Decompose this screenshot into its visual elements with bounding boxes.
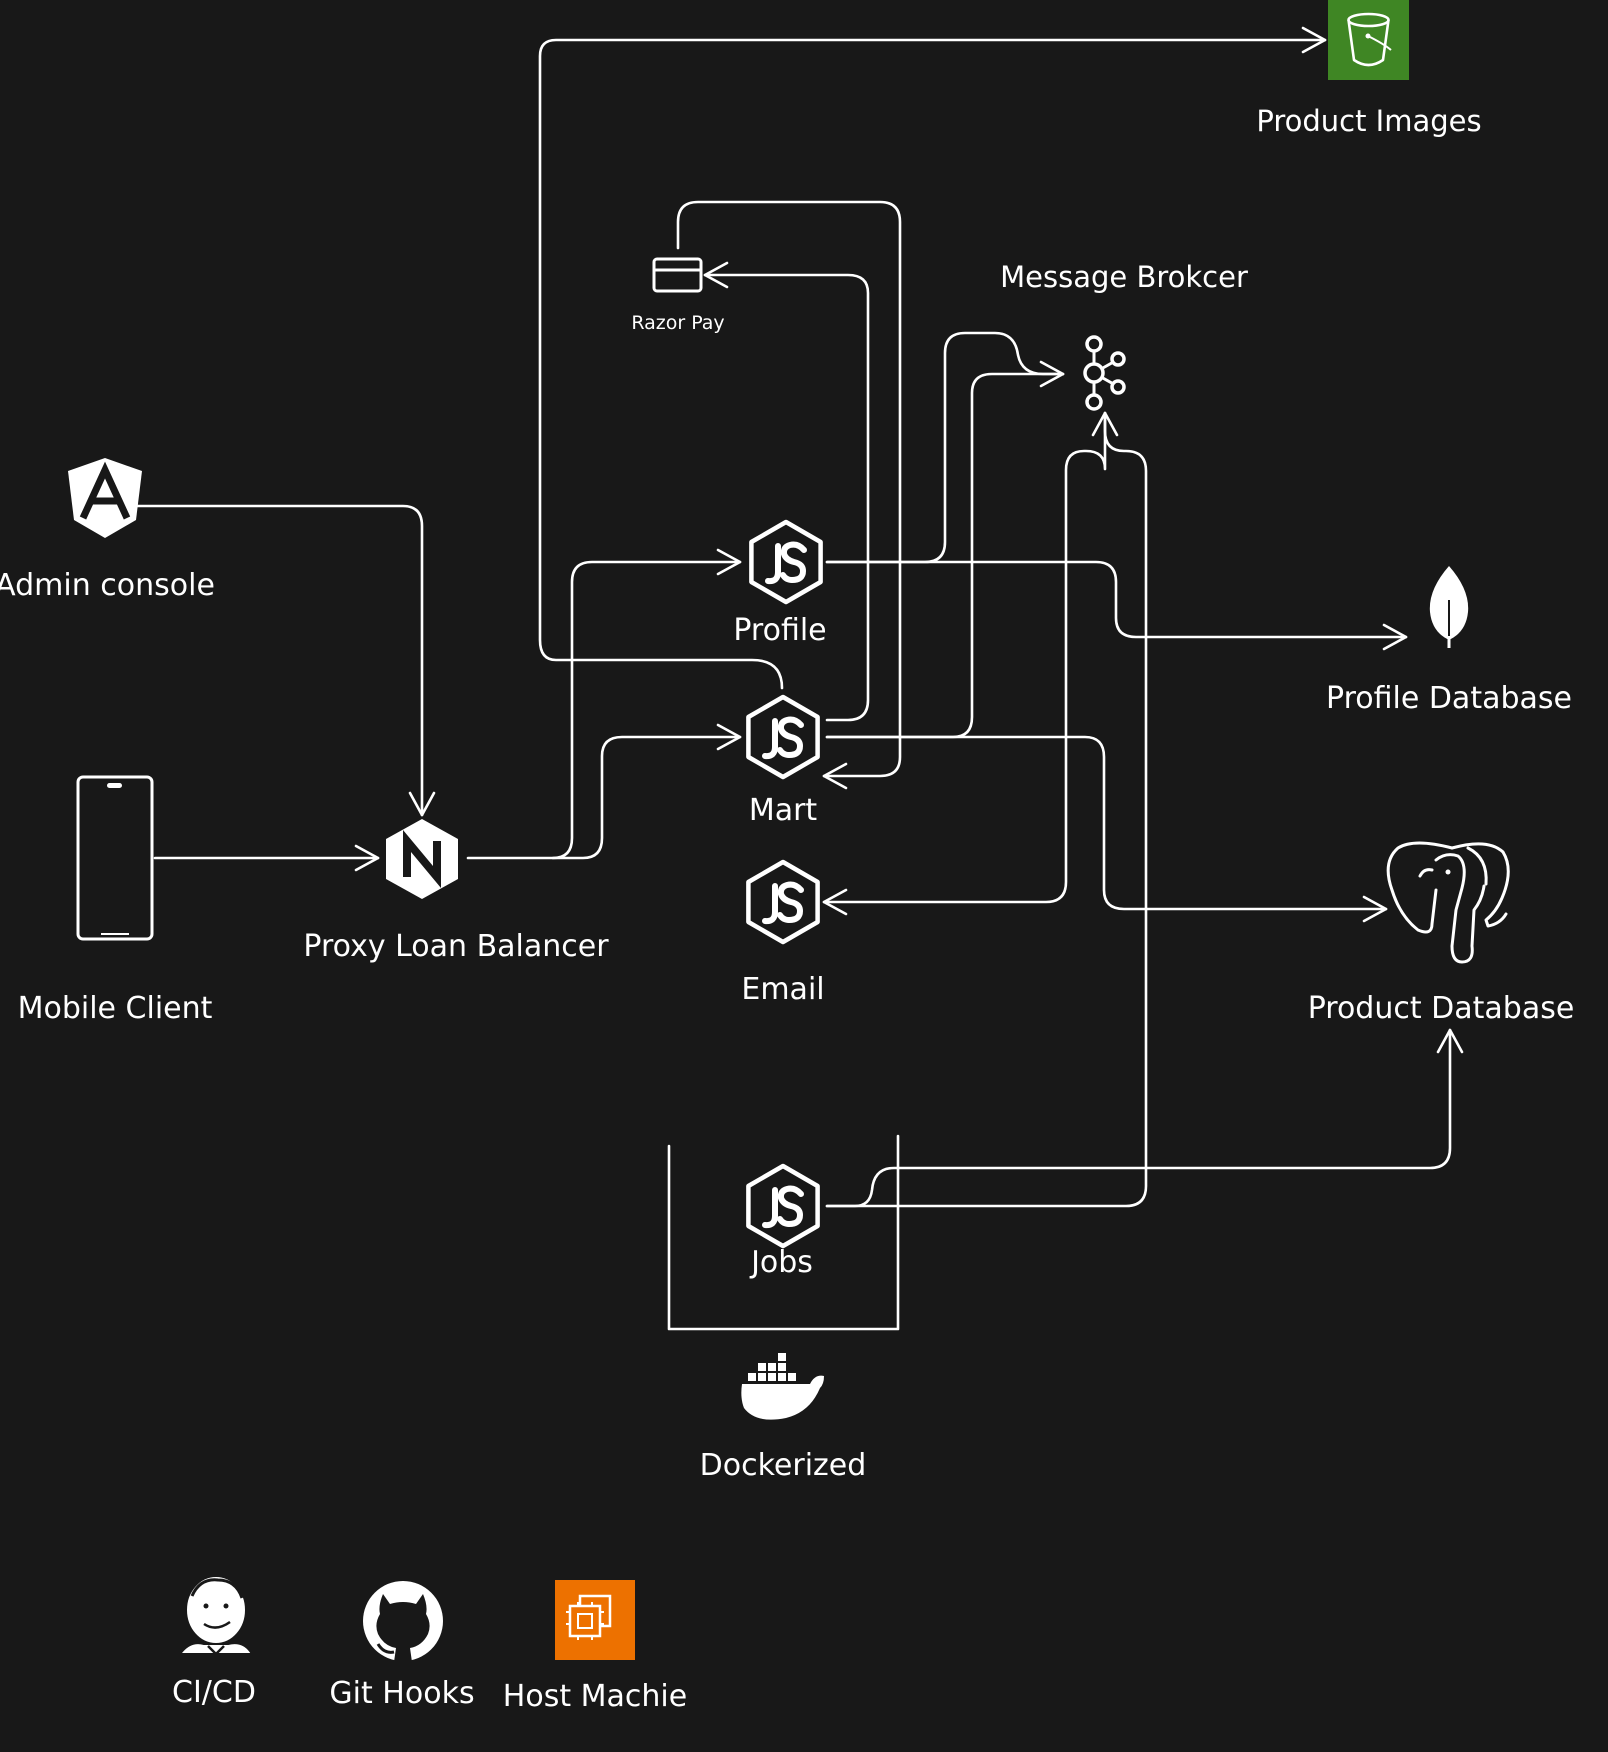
- arrow-proxy-to-mart: [551, 735, 742, 860]
- arrowhead-mart-from-razorpay: [822, 762, 848, 790]
- arrow-razorpay-to-mart: [676, 200, 902, 778]
- nodejs-icon: [748, 697, 817, 777]
- node-proxy: Proxy Loan Balancer: [303, 819, 609, 964]
- node-profile-db: Profile Database: [1326, 566, 1572, 716]
- arrowhead-email: [822, 888, 848, 916]
- kafka-icon: [1083, 335, 1126, 411]
- mongodb-icon: [1429, 566, 1469, 648]
- arrow-admin-to-proxy: [133, 504, 424, 817]
- docker-container-box: [667, 1134, 900, 1331]
- node-profile: Profile: [733, 522, 827, 648]
- github-icon: [363, 1581, 443, 1662]
- credit-card-icon: [652, 257, 703, 293]
- aws-ec2-icon: [555, 1580, 635, 1660]
- arrow-mart-to-product-db: [825, 735, 1388, 911]
- arrow-broker-to-email: [822, 411, 1107, 904]
- nodejs-icon: [748, 862, 817, 942]
- node-admin-console: Admin console: [0, 458, 215, 603]
- arrow-mart-to-razorpay: [703, 273, 870, 722]
- arrow-jobs-to-broker: [825, 411, 1148, 1208]
- node-cicd: CI/CD: [172, 1575, 256, 1710]
- node-razor-pay: Razor Pay: [631, 257, 725, 334]
- node-product-db: Product Database: [1308, 841, 1575, 1026]
- node-product-images: Product Images: [1256, 0, 1482, 138]
- arrow-profile-to-broker: [825, 331, 1065, 564]
- dockerized-label: Dockerized: [700, 1448, 867, 1483]
- arrow-mart-to-product-images: [538, 38, 1327, 690]
- arrow-profile-to-profile-db: [825, 560, 1408, 639]
- arrowhead-razorpay: [703, 261, 729, 289]
- node-git-hooks: Git Hooks: [329, 1581, 475, 1711]
- arrowhead-proxy-from-admin: [408, 791, 436, 817]
- node-email: Email: [741, 862, 825, 1007]
- aws-s3-bucket-icon: [1328, 0, 1409, 80]
- nodejs-icon: [751, 522, 820, 602]
- arrowhead-product-db-from-jobs: [1436, 1028, 1464, 1054]
- email-label: Email: [741, 972, 824, 1007]
- smartphone-icon: [76, 775, 154, 941]
- host-machine-label: Host Machie: [503, 1679, 687, 1714]
- arrowhead-profile-db: [1382, 623, 1408, 651]
- node-host-machine: Host Machie: [503, 1580, 687, 1714]
- node-message-broker: Message Brokcer: [1000, 260, 1248, 411]
- proxy-label: Proxy Loan Balancer: [303, 929, 609, 964]
- arrowhead-broker-from-jobs: [1091, 411, 1119, 437]
- node-jobs: Jobs: [748, 1166, 817, 1280]
- cicd-label: CI/CD: [172, 1675, 256, 1710]
- message-broker-label: Message Brokcer: [1000, 260, 1248, 294]
- node-mobile-client: Mobile Client: [18, 775, 213, 1026]
- docker-icon: [741, 1353, 824, 1420]
- angular-icon: [68, 458, 142, 538]
- mobile-client-label: Mobile Client: [18, 991, 213, 1026]
- arrowhead-broker: [1039, 360, 1065, 388]
- profile-label: Profile: [733, 613, 826, 648]
- node-mart: Mart: [748, 697, 817, 828]
- git-hooks-label: Git Hooks: [329, 1676, 474, 1711]
- nginx-icon: [386, 819, 458, 899]
- node-dockerized: Dockerized: [700, 1353, 867, 1483]
- product-images-label: Product Images: [1256, 104, 1481, 138]
- profile-db-label: Profile Database: [1326, 681, 1572, 716]
- mart-label: Mart: [749, 793, 818, 828]
- nodejs-icon: [748, 1166, 817, 1246]
- arrow-jobs-to-product-db: [825, 1028, 1452, 1208]
- arrowhead-product-db: [1362, 895, 1388, 923]
- arrow-proxy-to-profile: [466, 560, 742, 860]
- admin-console-label: Admin console: [0, 568, 215, 603]
- jobs-label: Jobs: [749, 1245, 813, 1280]
- product-db-label: Product Database: [1308, 991, 1575, 1026]
- postgresql-icon: [1386, 841, 1510, 964]
- connectors: [133, 26, 1464, 1208]
- arrowhead-proxy-from-mobile: [354, 844, 380, 872]
- jenkins-icon: [178, 1575, 254, 1656]
- razor-pay-label: Razor Pay: [631, 312, 724, 334]
- arrowhead-mart: [716, 723, 742, 751]
- arrowhead-profile: [716, 548, 742, 576]
- arrowhead-product-images: [1301, 26, 1327, 54]
